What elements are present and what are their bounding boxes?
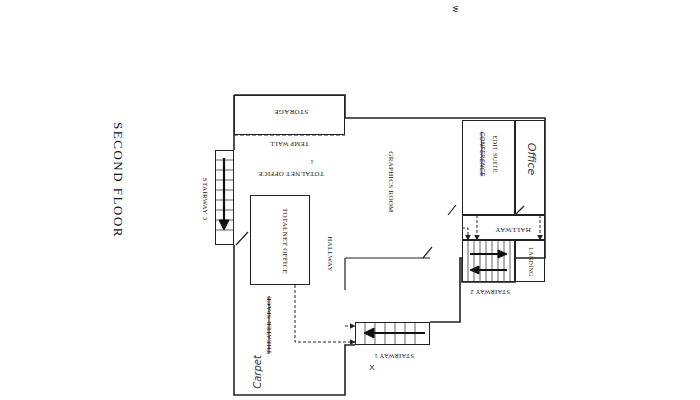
handwritten-note: Carpet: [253, 355, 263, 389]
room-name: STAIRWAY 2: [470, 289, 510, 296]
room-box: STORAGE: [234, 95, 345, 135]
room-box: STAIRWAY 2: [462, 240, 515, 282]
room-box: STAIRWAY 1: [355, 322, 430, 345]
room-box: LANDING: [515, 240, 545, 282]
evacuation-route: [539, 215, 540, 240]
room-name: STORAGE: [273, 108, 307, 115]
room-box: CONFERENCE EDIT SUITE: [462, 120, 515, 215]
plan-label: TEMP WALL: [269, 141, 308, 148]
room-box: HALLWAY: [310, 190, 345, 330]
room-box: GRAPHICS ROOM: [345, 118, 462, 258]
room-name: HALLWAY: [325, 236, 332, 272]
plan-title: SECOND FLOOR: [112, 122, 125, 238]
evacuation-route: [476, 215, 477, 240]
plan-label: W: [452, 6, 459, 13]
room-name: EDIT SUITE: [492, 135, 499, 173]
room-box: HALLWAY: [462, 215, 545, 240]
room-name: STAIRWAY 1: [374, 353, 414, 360]
evacuation-route: [345, 325, 355, 326]
room-box: THEATER SPACECarpet: [234, 285, 310, 395]
handwritten-note: CONFERENCE: [478, 132, 485, 177]
handwritten-note: Office: [526, 143, 537, 175]
evacuation-route: [295, 285, 355, 342]
room-name: HALLWAY: [495, 225, 531, 232]
plan-label: X: [369, 364, 374, 372]
room-name: TOTALNET OFFICE: [257, 169, 323, 176]
plan-label: 1: [311, 159, 314, 165]
room-name: TOTALNET OFFICE: [281, 208, 288, 274]
room-name: GRAPHICS ROOM: [387, 151, 394, 212]
room-box: TOTALNET OFFICE: [250, 195, 310, 285]
room-box: STAIRWAY 3: [215, 150, 234, 245]
room-name: STAIRWAY 3: [200, 177, 207, 220]
room-box: Office: [515, 120, 545, 215]
room-name: LANDING: [528, 247, 534, 276]
room-name: THEATER SPACE: [266, 296, 273, 354]
